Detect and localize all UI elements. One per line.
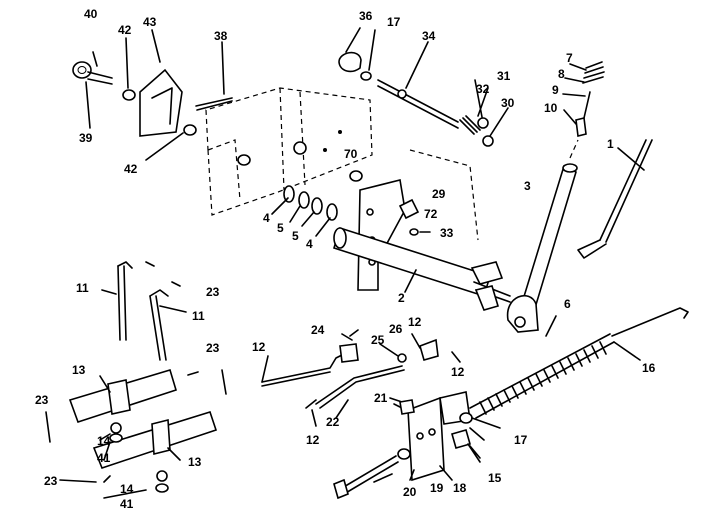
callout: 5 — [292, 229, 299, 243]
callout: 17 — [514, 433, 528, 447]
callout: 5 — [277, 221, 284, 235]
callout: 14 — [97, 434, 111, 448]
callout: 11 — [76, 281, 89, 295]
callout: 40 — [84, 7, 98, 21]
callout: 1 — [607, 137, 614, 151]
callout: 42 — [124, 162, 138, 176]
callout: 23 — [206, 285, 220, 299]
rod-1 — [577, 139, 653, 259]
callout: 23 — [44, 474, 58, 488]
callout: 24 — [311, 323, 325, 337]
callout: 23 — [206, 341, 220, 355]
linkage-rod-22 — [261, 329, 461, 427]
callout: 4 — [306, 237, 313, 251]
callout: 7 — [566, 51, 573, 65]
callout: 33 — [440, 226, 454, 240]
callout: 10 — [544, 101, 558, 115]
callout: 14 — [120, 482, 134, 496]
callout: 39 — [79, 131, 93, 145]
callout: 8 — [558, 67, 565, 81]
callout: 3 — [524, 179, 531, 193]
pedal-arm-3 — [506, 139, 579, 337]
callout: 2 — [398, 291, 405, 305]
callout: 22 — [326, 415, 340, 429]
frame-outline — [205, 87, 373, 216]
callout: 31 — [497, 69, 511, 83]
washers-4-5 — [271, 185, 338, 237]
callout: 26 — [389, 322, 403, 336]
callout: 13 — [72, 363, 86, 377]
lift-links-group — [45, 261, 227, 499]
callout: 36 — [359, 9, 373, 23]
callout: 70 — [344, 147, 358, 161]
callout: 11 — [192, 309, 205, 323]
callout: 15 — [488, 471, 502, 485]
adjust-rod-group — [338, 27, 509, 147]
callout: 38 — [214, 29, 228, 43]
callout: 9 — [552, 83, 559, 97]
callout: 25 — [371, 333, 385, 347]
callout: 20 — [403, 485, 417, 499]
callout: 12 — [252, 340, 266, 354]
callout: 18 — [453, 481, 467, 495]
callout: 4 — [263, 211, 270, 225]
callout: 41 — [120, 497, 134, 511]
callout: 12 — [408, 315, 422, 329]
bracket-18 — [333, 391, 501, 500]
callout: 16 — [642, 361, 656, 375]
callout: 17 — [387, 15, 401, 29]
callout: 12 — [306, 433, 320, 447]
callout: 19 — [430, 481, 444, 495]
clip-part-38 — [195, 41, 233, 111]
callout: 41 — [97, 451, 111, 465]
callout-labels: 40 42 43 38 39 42 36 17 34 7 8 9 10 1 31… — [35, 7, 656, 511]
callout: 43 — [143, 15, 157, 29]
spring-16 — [469, 307, 689, 419]
callout: 21 — [374, 391, 388, 405]
callout: 6 — [564, 297, 571, 311]
callout: 12 — [451, 365, 465, 379]
knob-bracket-group — [72, 29, 197, 161]
callout: 29 — [432, 187, 446, 201]
callout: 34 — [422, 29, 436, 43]
callout: 30 — [501, 96, 515, 110]
callout: 13 — [188, 455, 202, 469]
callout: 72 — [424, 207, 438, 221]
callout: 23 — [35, 393, 49, 407]
callout: 32 — [476, 82, 490, 96]
pedal-spring-group — [562, 61, 605, 137]
main-shaft-2 — [333, 149, 511, 311]
callout: 42 — [118, 23, 132, 37]
